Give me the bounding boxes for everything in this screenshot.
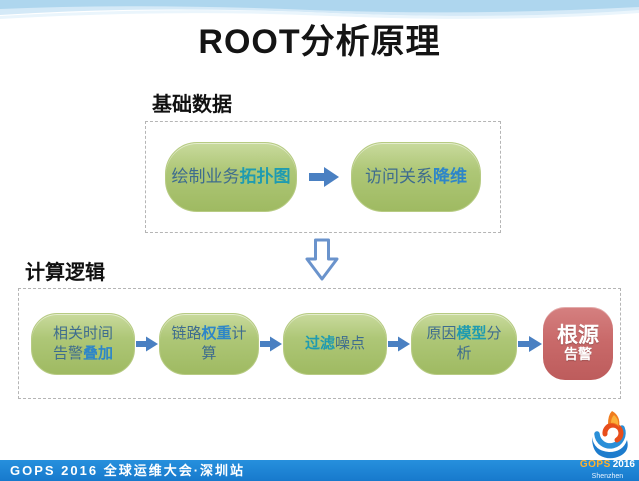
footer-banner-text: GOPS 2016 全球运维大会·深圳站 <box>10 463 246 478</box>
flow-node-root-alarm: 根源 告警 <box>543 307 613 380</box>
flow-node-link-weight-calc: 链路权重计 算 <box>159 312 259 375</box>
flow-node-cause-model-analysis: 原因模型分 析 <box>411 312 517 375</box>
node-text-emphasis: 叠加 <box>83 344 114 362</box>
node-text: 绘制业务 <box>171 167 240 186</box>
arrow-right-icon <box>260 336 282 351</box>
node-text: 原因 <box>426 324 457 342</box>
node-text-emphasis: 模型 <box>456 324 487 342</box>
node-text: 分 <box>486 324 502 342</box>
arrow-right-icon <box>388 336 410 351</box>
flow-node-access-dimension-reduction: 访问关系降维 <box>351 142 481 212</box>
page-title: ROOT分析原理 <box>198 23 441 61</box>
node-text: 噪点 <box>335 334 366 352</box>
node-text: 算 <box>201 344 217 362</box>
gops-logo-year: 2016 <box>612 459 635 470</box>
node-text-emphasis: 降维 <box>433 167 467 186</box>
gops-logo-icon <box>592 411 628 459</box>
gops-logo-brand: GOPS <box>579 459 611 470</box>
arrow-right-icon <box>518 335 542 352</box>
section-label-basic-data: 基础数据 <box>152 94 232 116</box>
node-text: 访问关系 <box>365 167 433 186</box>
flow-node-filter-noise: 过滤噪点 <box>283 312 387 375</box>
arrow-right-icon <box>309 167 339 187</box>
result-text-secondary: 告警 <box>564 346 592 363</box>
calc-logic-panel: 相关时间 告警叠加 链路权重计 算 过滤噪点 原因模型分 析 <box>18 288 621 399</box>
flow-node-alarm-overlay: 相关时间 告警叠加 <box>31 312 135 375</box>
node-text: 相关时间 <box>52 324 113 342</box>
node-text: 告警 <box>52 344 83 362</box>
node-text: 计 <box>231 324 247 342</box>
section-label-calc-logic: 计算逻辑 <box>25 262 105 284</box>
footer-banner: GOPS 2016 全球运维大会·深圳站 <box>0 460 639 481</box>
top-wave-decoration <box>0 0 639 19</box>
arrow-right-icon <box>136 336 158 351</box>
basic-data-panel: 绘制业务拓扑图 访问关系降维 <box>145 121 501 233</box>
node-text-emphasis: 过滤 <box>304 334 335 352</box>
node-text-emphasis: 权重 <box>201 324 232 342</box>
flow-node-draw-topology: 绘制业务拓扑图 <box>165 142 297 212</box>
node-text: 链路 <box>171 324 202 342</box>
node-text-emphasis: 拓扑图 <box>239 167 291 186</box>
gops-logo-city: Shenzhen <box>591 473 624 480</box>
result-text-primary: 根源 <box>557 324 599 348</box>
arrow-down-icon <box>305 238 339 281</box>
node-text: 析 <box>456 344 472 362</box>
